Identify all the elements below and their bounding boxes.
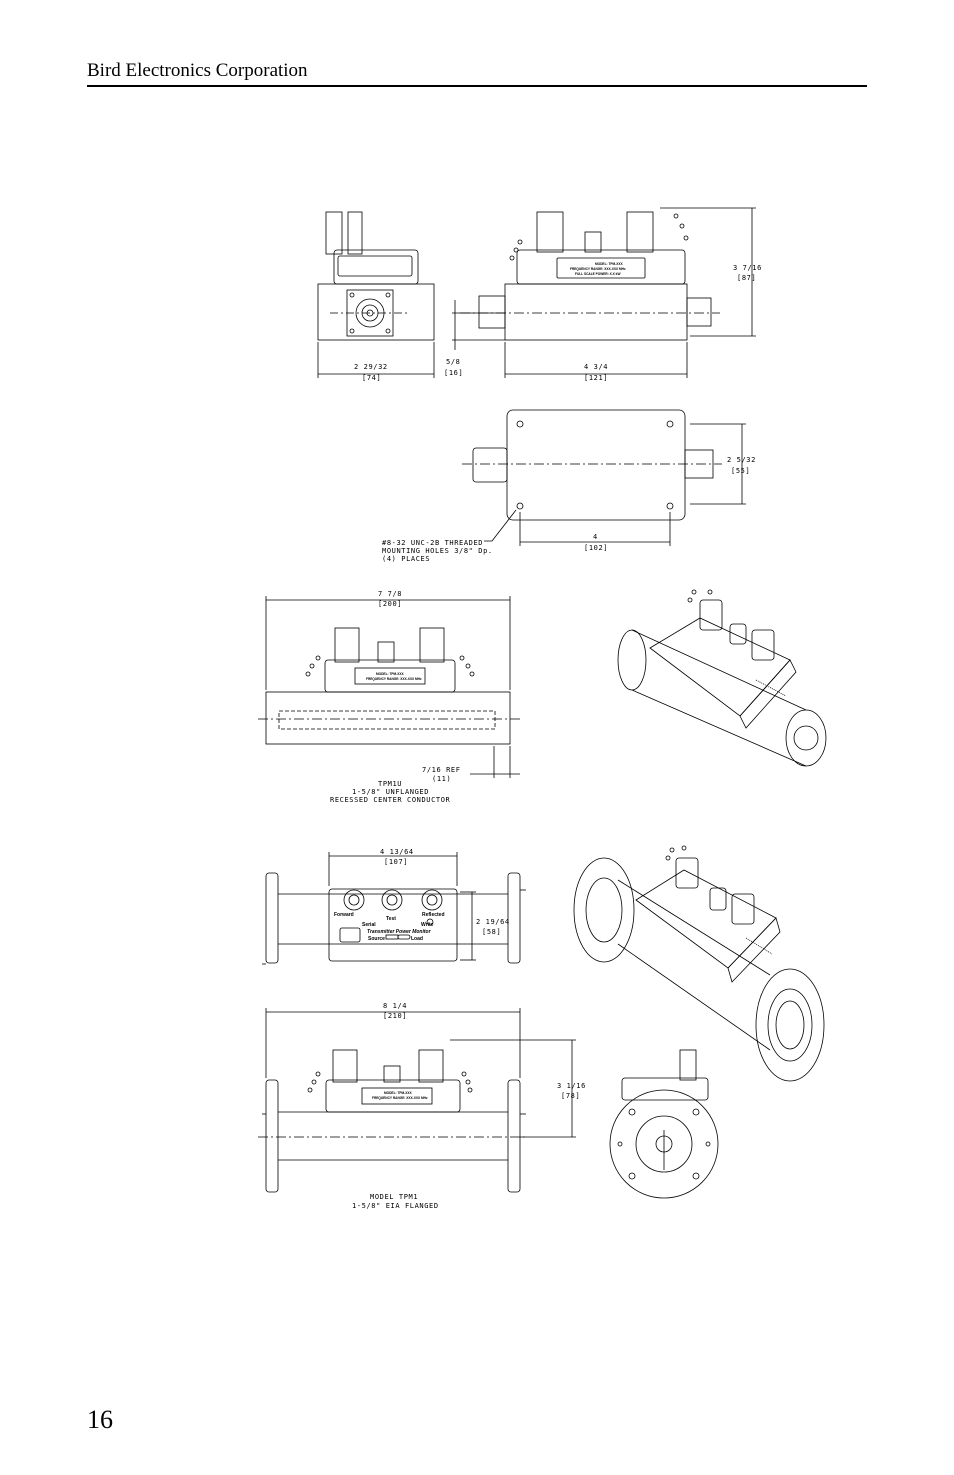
panel-load: Load [411,936,423,942]
panel-width-mm: [107] [384,858,408,866]
plate-line3: FULL SCALE POWER: X.X kW [575,272,620,276]
tpm1u-overall-mm: [200] [378,600,402,608]
dim-body-label: 4 3/4 [584,363,608,371]
tpm1-height-mm: [78] [561,1092,580,1100]
tpm1u-ref-mm: (11) [432,775,451,783]
dim-height-mm: [87] [737,274,756,282]
end-view [317,211,435,341]
end-view-flanged [609,1049,719,1199]
panel-width: 4 13/64 [380,848,414,856]
side-view [460,211,720,341]
panel-serial: Serial [362,922,376,928]
tpm1-overall: 8 1/4 [383,1002,407,1010]
panel-height: 2 19/64 [476,918,510,926]
tpm1u-plate1: MODEL: TPM-XXX [376,672,404,676]
tpm1u-view [258,596,520,778]
tpm1-overall-mm: [210] [383,1012,407,1020]
panel-title: Transmitter Power Monitor [367,929,432,935]
note-line1: #8-32 UNC-2B THREADED [382,539,483,547]
page-number: 16 [87,1405,113,1434]
panel-write: Write [421,922,434,928]
plate-line2: FREQUENCY RANGE: XXX-XXX MHz [570,267,626,271]
dim-height-label: 3 7/16 [733,264,762,272]
tpm1u-plate2: FREQUENCY RANGE: XXX-XXX MHz [366,677,422,681]
front-panel-view [262,852,526,965]
note-line2: MOUNTING HOLES 3/8" Dp. [382,547,493,555]
dim-end-width-label: 2 29/32 [354,363,388,371]
tpm1u-overall: 7 7/8 [378,590,402,598]
tpm1u-caption3: RECESSED CENTER CONDUCTOR [330,796,451,804]
tpm1-height: 3 1/16 [557,1082,586,1090]
dim-end-width [317,342,435,378]
tpm1u-ref: 7/16 REF [422,766,461,774]
dim-offset-label: 5/8 [446,358,460,366]
panel-test: Test [386,916,396,922]
tpm1u-caption2: 1-5/8" UNFLANGED [352,788,429,796]
plate-line1: MODEL: TPM-XXX [595,262,623,266]
tpm1-plate1: MODEL: TPM-XXX [384,1091,412,1095]
panel-source: Source [368,936,385,942]
iso-view-flanged [573,845,825,1082]
running-header: Bird Electronics Corporation [87,60,308,81]
dim-hole-h-mm: [102] [584,544,608,552]
note-line3: (4) PLACES [382,555,430,563]
panel-reflected: Reflected [422,912,445,918]
header-rule [87,85,867,87]
panel-forward: Forward [334,912,354,918]
iso-view-unflanged [617,589,827,767]
plan-view [462,409,746,546]
tpm1-view [258,1008,576,1193]
dim-hole-h-label: 4 [593,533,598,541]
dim-offset-mm: [16] [444,369,463,377]
dim-hole-v-mm: [55] [731,467,750,475]
dim-end-width-mm: [74] [362,374,381,382]
dim-hole-v-label: 2 5/32 [727,456,756,464]
panel-height-mm: [58] [482,928,501,936]
tpm1-caption1: MODEL TPM1 [370,1193,418,1201]
tpm1-plate2: FREQUENCY RANGE: XXX-XXX MHz [372,1096,428,1100]
tpm1u-caption1: TPM1U [378,780,402,788]
dim-side [452,207,756,378]
dim-body-mm: [121] [584,374,608,382]
tpm1-caption2: 1-5/8" EIA FLANGED [352,1202,439,1210]
